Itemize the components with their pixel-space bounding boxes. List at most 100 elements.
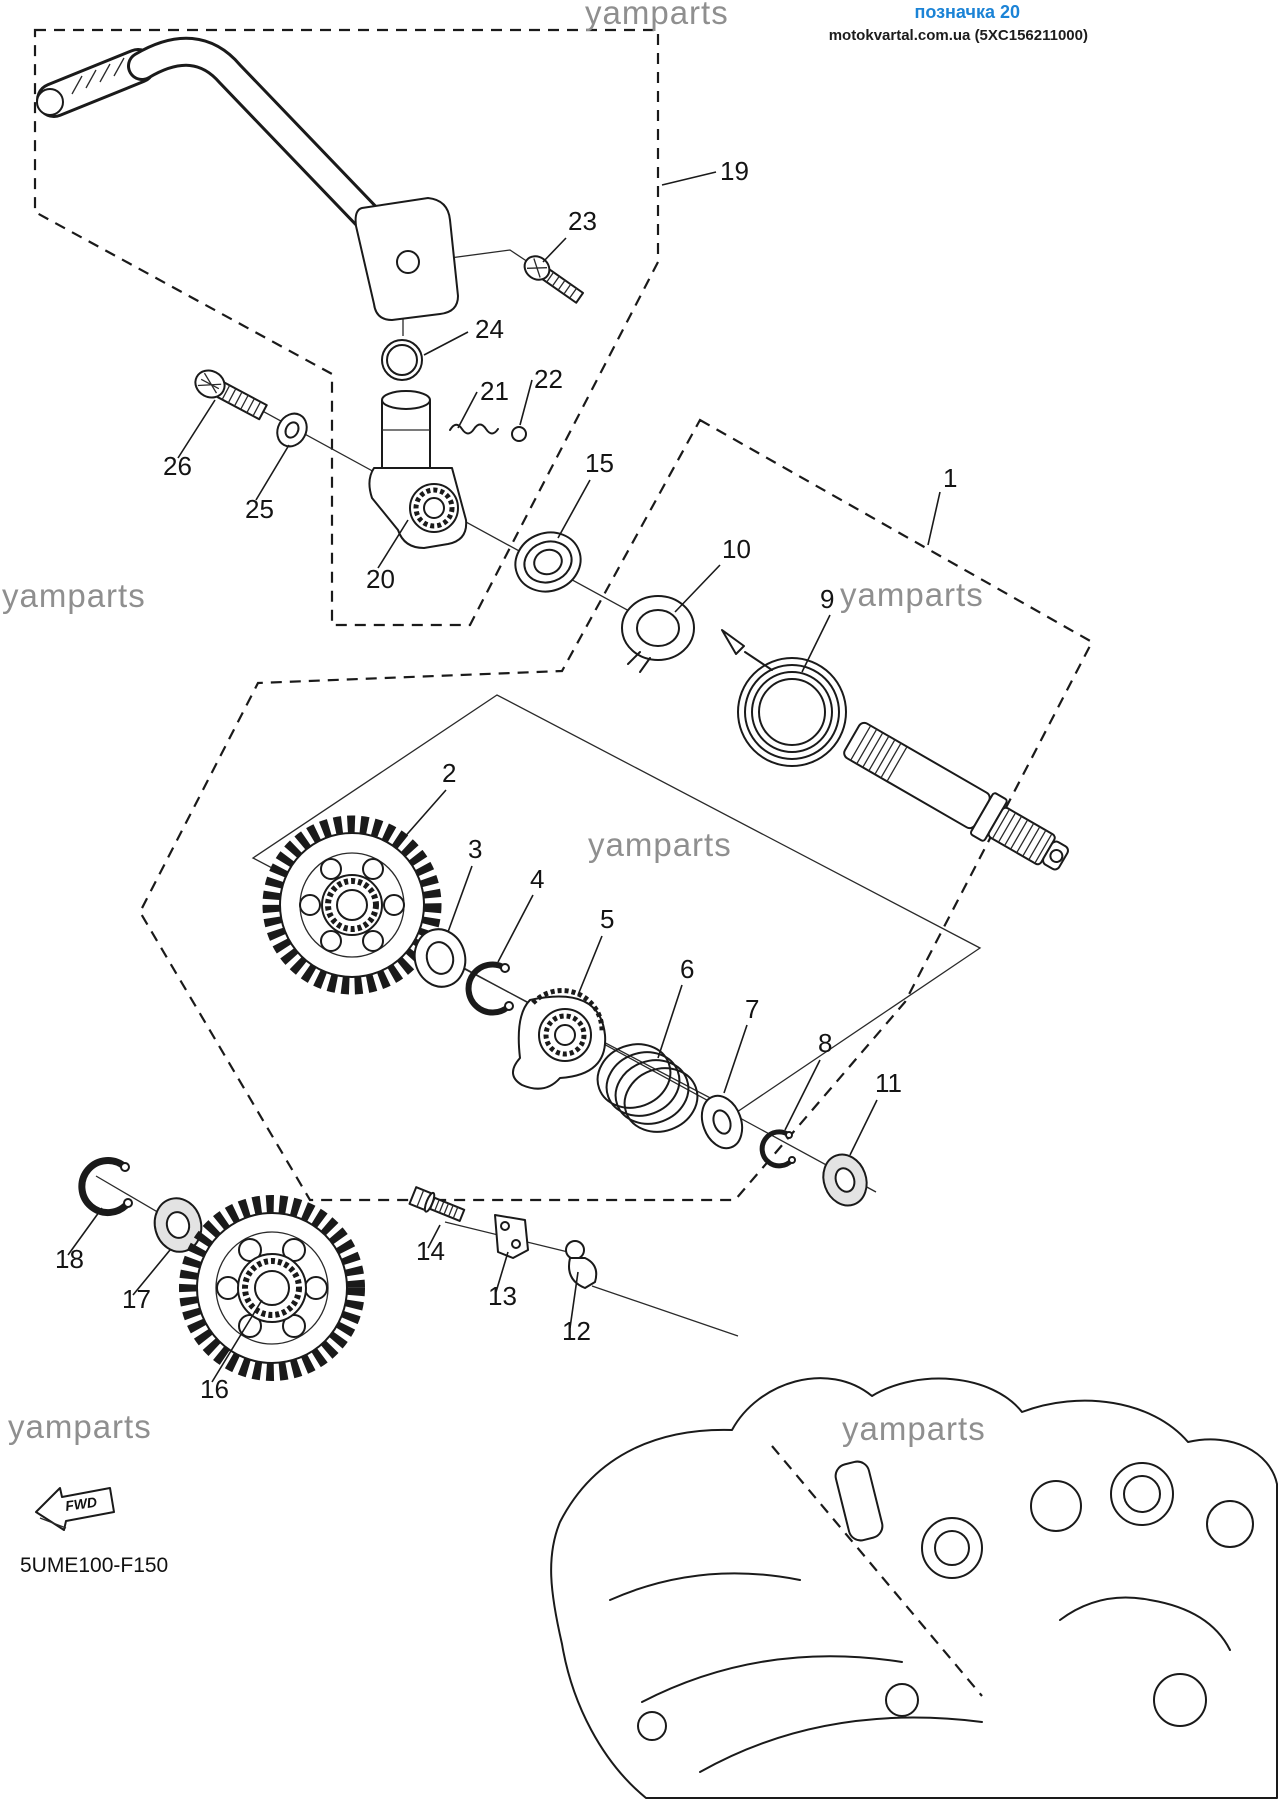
- part-label-20: 20: [366, 564, 395, 594]
- part-label-22: 22: [534, 364, 563, 394]
- part-bearing-15: [514, 531, 582, 593]
- part-label-15: 15: [585, 448, 614, 478]
- part-label-9: 9: [820, 584, 834, 614]
- part-circlip-18: [78, 1157, 133, 1217]
- header-texts: позначка 20 motokvartal.com.ua (5XC15621…: [829, 2, 1088, 44]
- part-label-18: 18: [55, 1244, 84, 1274]
- leader-line-26: [177, 399, 216, 459]
- header-tag-text: позначка 20: [914, 2, 1020, 22]
- engine-case-outline: [550, 1377, 1278, 1799]
- part-washer-3: [413, 928, 467, 988]
- leader-line-3: [447, 865, 473, 933]
- part-kick-spring-9: [721, 629, 847, 767]
- case-boss-1: [921, 1517, 983, 1579]
- leader-line-22: [519, 379, 533, 426]
- leader-line-19: [661, 171, 717, 186]
- part-washer-25: [276, 412, 308, 448]
- part-label-2: 2: [442, 758, 456, 788]
- leader-lines: [67, 171, 941, 1383]
- header-site-text: motokvartal.com.ua (5XC156211000): [829, 27, 1088, 44]
- part-bolt-26: [194, 369, 268, 421]
- part-kick-shaft-1: [843, 721, 1069, 871]
- leader-line-20: [377, 519, 409, 569]
- part-label-23: 23: [568, 206, 597, 236]
- part-label-24: 24: [475, 314, 504, 344]
- case-hole-2: [885, 1683, 919, 1717]
- leader-line-14: [427, 1224, 441, 1249]
- part-oring-24: [381, 339, 423, 381]
- bolt-14-threads: [434, 1199, 459, 1219]
- case-boss-1-bore: [934, 1530, 970, 1566]
- part-kick-gear-2: [262, 815, 442, 995]
- shaft-splines-right: [991, 808, 1053, 864]
- lever-grip-fill: [39, 51, 153, 115]
- watermark-bottom-left: yamparts: [8, 1408, 152, 1445]
- part-ratchet-5: [512, 988, 607, 1090]
- part-bolt-23: [523, 255, 585, 304]
- leader-line-7: [723, 1024, 748, 1094]
- part-label-16: 16: [200, 1374, 229, 1404]
- leader-line-13: [495, 1251, 509, 1293]
- part-washer-17: [153, 1197, 203, 1253]
- case-rib-3: [609, 1572, 801, 1601]
- dashed-group-outlines: [33, 28, 1094, 1202]
- leader-line-8: [784, 1059, 821, 1131]
- lever-grip-endcap: [36, 88, 64, 116]
- case-hidden-line: [771, 1445, 983, 1697]
- part-label-8: 8: [818, 1028, 832, 1058]
- leader-line-4: [497, 894, 534, 963]
- case-hole-1: [637, 1711, 667, 1741]
- part-washer-11: [822, 1153, 868, 1207]
- fwd-arrow-icon: FWD: [35, 1487, 115, 1531]
- part-label-26: 26: [163, 451, 192, 481]
- leader-line-1: [927, 491, 941, 546]
- spring-9-hook: [721, 629, 745, 655]
- bolt-23-threads: [546, 271, 578, 299]
- part-kick-lever: [36, 36, 459, 321]
- assembly-axis-lines: [95, 249, 877, 1315]
- part-spring-6: [596, 1043, 699, 1133]
- part-label-17: 17: [122, 1284, 151, 1314]
- gear-2-lightening-holes: [299, 858, 405, 952]
- watermark-right-mid: yamparts: [840, 576, 984, 613]
- part-labels: 1 2 3 4 5 6 7 8 9 10 11 12 13 14 15 16 1…: [55, 156, 957, 1404]
- case-rib-4: [1059, 1596, 1231, 1651]
- lever-grip-knurl: [71, 57, 125, 95]
- lever-bolt-hole: [396, 250, 420, 274]
- diagram-code: 5UME100-F150: [20, 1554, 168, 1577]
- part-stopper-lever-12: [565, 1240, 739, 1337]
- leader-line-2: [401, 789, 447, 841]
- bolt-26-threads: [221, 385, 262, 417]
- part-guide-13: [494, 1214, 529, 1259]
- leader-line-12: [569, 1271, 579, 1329]
- lever-arm-fill: [130, 39, 384, 234]
- part-circlip-4: [465, 961, 514, 1016]
- part-washer-7: [700, 1094, 744, 1150]
- part-collar-10: [621, 595, 695, 673]
- leader-line-6: [657, 984, 683, 1059]
- part-label-10: 10: [722, 534, 751, 564]
- part-label-7: 7: [745, 994, 759, 1024]
- footer: FWD 5UME100-F150: [20, 1487, 168, 1577]
- watermark-center: yamparts: [588, 826, 732, 863]
- leader-line-18: [67, 1207, 103, 1256]
- case-rib-1: [641, 1655, 903, 1703]
- fwd-arrow-label: FWD: [64, 1494, 98, 1514]
- leader-line-21: [457, 391, 478, 429]
- case-boss-3-bore: [1123, 1475, 1161, 1513]
- part-bolt-14: [408, 1186, 466, 1222]
- engine-case: [550, 1377, 1278, 1799]
- part-label-4: 4: [530, 864, 544, 894]
- leader-line-23: [542, 237, 567, 263]
- part-spring-21: [449, 423, 499, 435]
- case-boss-4: [1206, 1500, 1254, 1548]
- leader-line-16: [211, 1299, 263, 1383]
- dashed-outline-kick-lever-group: [33, 28, 660, 627]
- part-label-25: 25: [245, 494, 274, 524]
- leader-line-24: [423, 331, 469, 356]
- part-label-13: 13: [488, 1281, 517, 1311]
- part-label-1: 1: [943, 463, 957, 493]
- case-boss-2: [1030, 1480, 1082, 1532]
